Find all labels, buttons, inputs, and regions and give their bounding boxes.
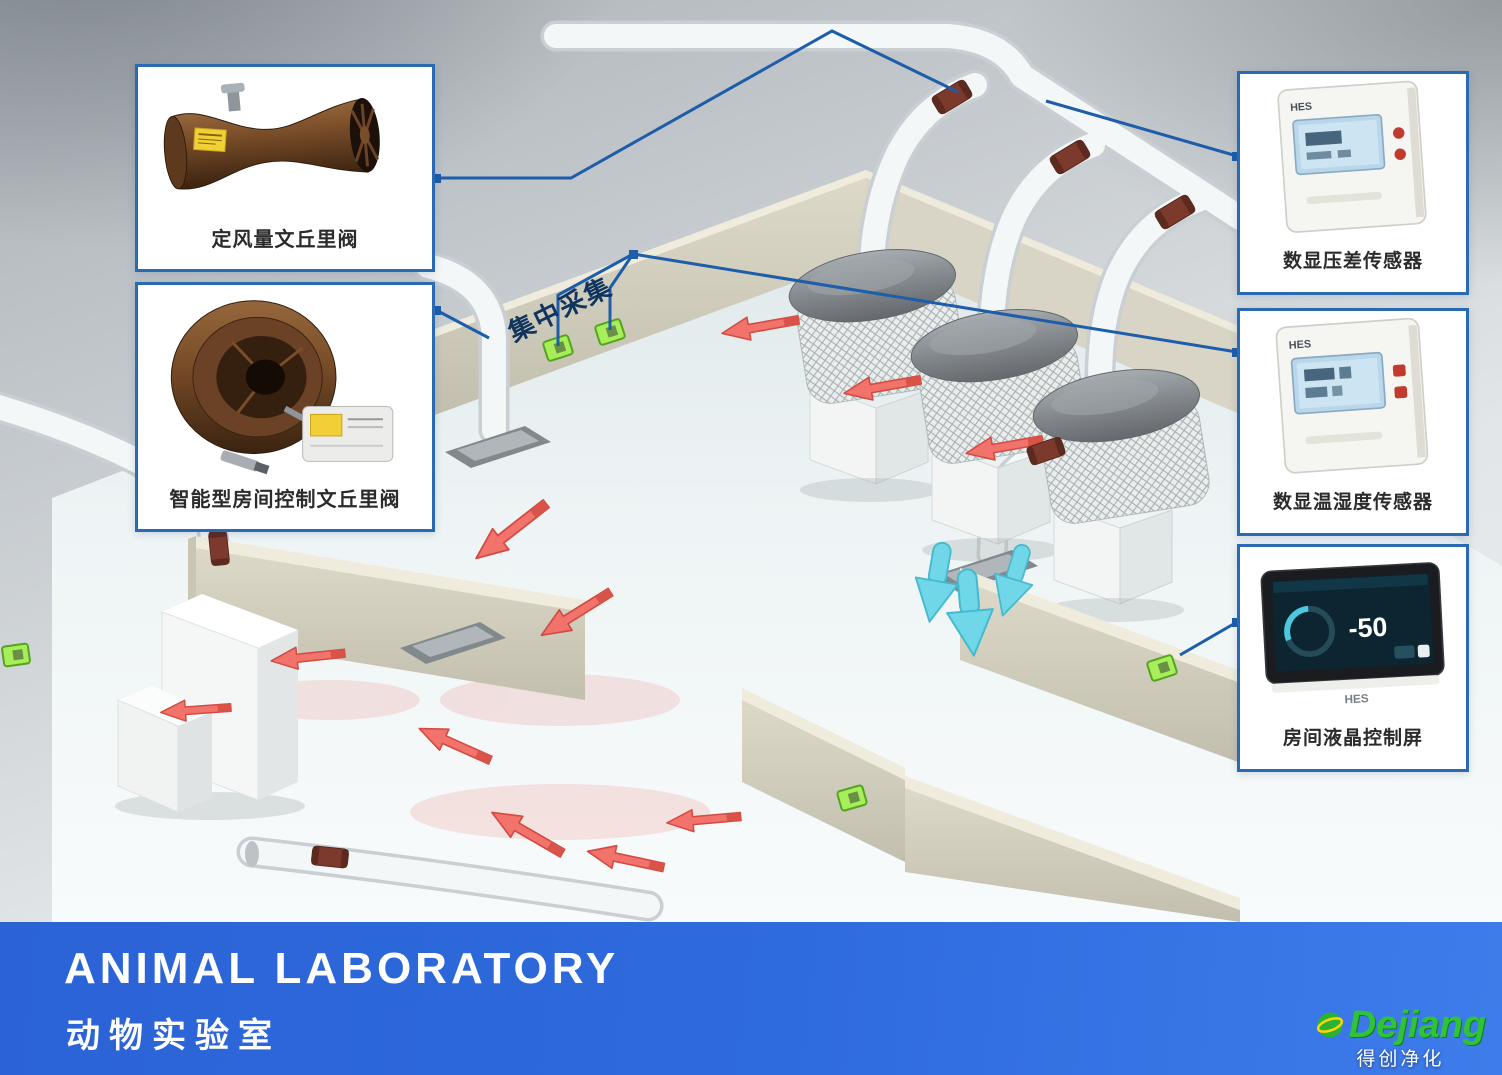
sensor-brand-text: HES [1290, 101, 1313, 114]
dejiang-logo: Dejiang 得创净化 [1315, 1006, 1486, 1071]
connector-nodes [432, 152, 1241, 627]
globe-icon [1316, 1012, 1343, 1038]
callout-lcd-control-screen: -50 HES 房间液晶控制屏 [1237, 544, 1469, 772]
logo-name: Dejiang [1348, 1004, 1486, 1046]
banner-title: ANIMAL LABORATORY [64, 944, 620, 993]
callout-temp-humidity-sensor: HES 数显温湿度传感器 [1237, 308, 1469, 536]
callout-smart-venturi-valve: 智能型房间控制文丘里阀 [135, 282, 435, 532]
cav-venturi-valve-image [163, 82, 380, 190]
title-banner: ANIMAL LABORATORY 动物实验室 [0, 922, 1502, 1075]
callout-smart-venturi-valve-label: 智能型房间控制文丘里阀 [169, 489, 401, 511]
pressure-sensor-image: HES [1277, 80, 1427, 233]
signal-connector-lines [435, 29, 1238, 657]
callout-lcd-control-screen-label: 房间液晶控制屏 [1282, 728, 1423, 749]
logo-tagline: 得创净化 [1356, 1049, 1445, 1070]
callout-pressure-sensor: HES 数显压差传感器 [1237, 71, 1469, 295]
smart-venturi-valve-image [170, 300, 394, 475]
wall-sensor-icon [0, 642, 32, 668]
panel-brand-text: HES [1344, 692, 1369, 706]
animal-cage-rack-3 [963, 369, 1210, 622]
callout-pressure-sensor-label: 数显压差传感器 [1282, 251, 1423, 272]
callout-cav-venturi-valve-label: 定风量文丘里阀 [211, 229, 359, 251]
callout-temp-humidity-sensor-label: 数显温湿度传感器 [1272, 492, 1433, 513]
banner-subtitle: 动物实验室 [66, 1017, 281, 1055]
callout-cav-venturi-valve: 定风量文丘里阀 [135, 64, 435, 272]
partition-walls [188, 536, 1240, 922]
temp-humidity-sensor-image: HES [1275, 317, 1429, 474]
sensor-brand-text: HES [1288, 338, 1311, 352]
lcd-reading: -50 [1348, 612, 1388, 644]
lcd-control-screen-image: -50 HES [1260, 562, 1445, 706]
